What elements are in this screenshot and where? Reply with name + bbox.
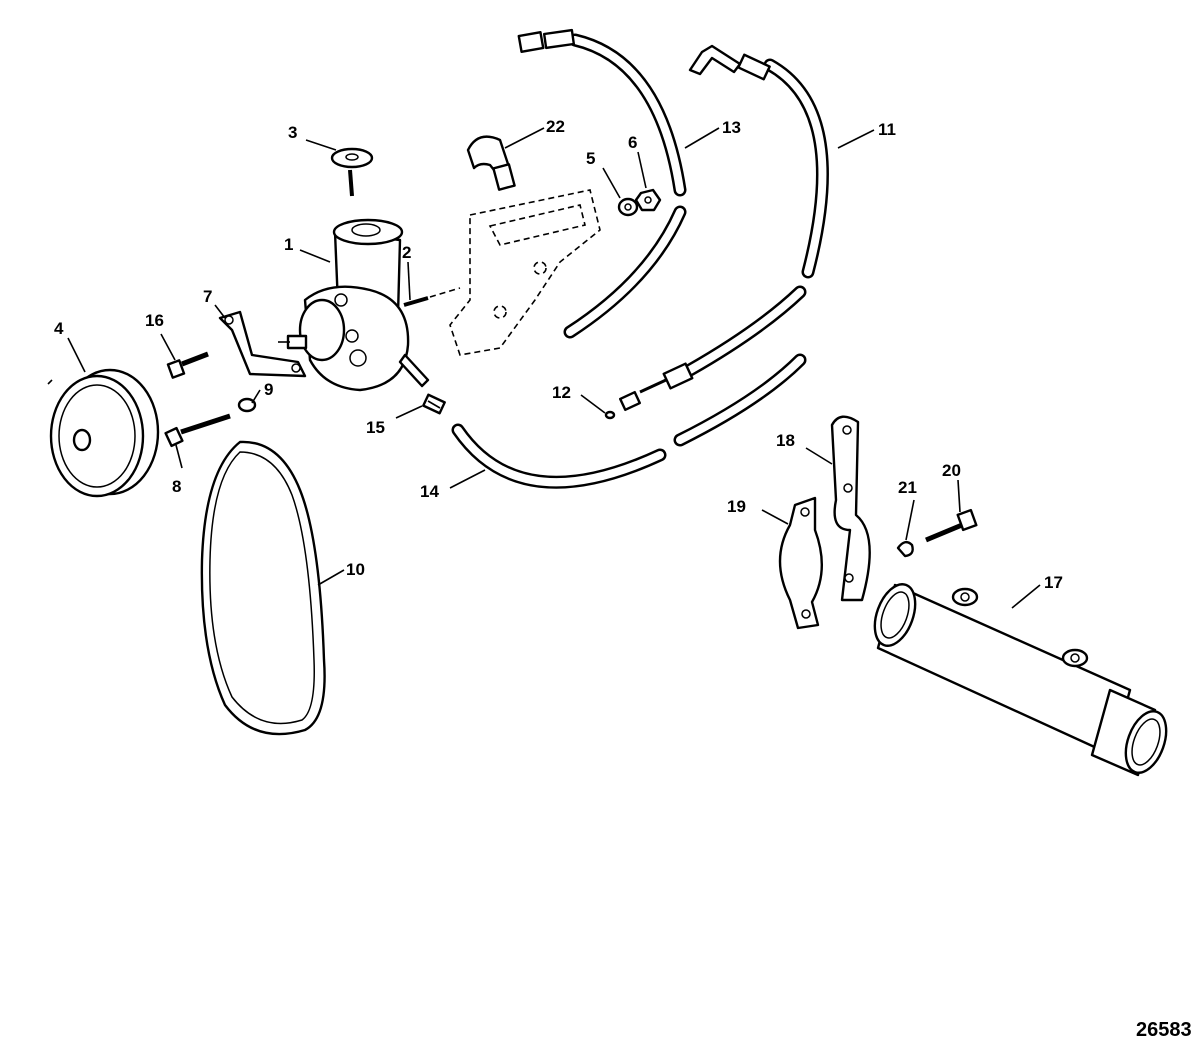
- part-11-hose: [688, 44, 829, 279]
- callout-5: 5: [586, 149, 595, 168]
- part-12-o-ring: [604, 410, 616, 420]
- callout-15: 15: [366, 418, 385, 437]
- part-4-pulley: [47, 368, 160, 498]
- callout-7: 7: [203, 287, 212, 306]
- callout-11: 11: [878, 120, 896, 139]
- part-10-belt: [200, 440, 326, 736]
- part-15-fitting: [422, 393, 446, 415]
- part-9-washer: [237, 397, 257, 413]
- part-20-bolt: [925, 508, 978, 543]
- part-1-pump: [278, 218, 430, 392]
- callout-6: 6: [628, 133, 637, 152]
- return-hose-section: [619, 285, 807, 412]
- callout-9: 9: [264, 380, 273, 399]
- callout-16: 16: [145, 311, 164, 330]
- callout-18: 18: [776, 431, 795, 450]
- callout-12: 12: [552, 383, 571, 402]
- callout-14: 14: [420, 482, 439, 501]
- part-3-cap-dipstick: [330, 147, 374, 197]
- part-22-clamp: [466, 135, 516, 191]
- callout-8: 8: [172, 477, 181, 496]
- callout-1: 1: [284, 235, 293, 254]
- part-2-stud: [403, 287, 461, 307]
- part-17-fluid-cooler: [873, 583, 1168, 777]
- callout-17: 17: [1044, 573, 1063, 592]
- part-19-clamp-half: [778, 496, 824, 630]
- part-16-bolt: [166, 351, 209, 379]
- callout-3: 3: [288, 123, 297, 142]
- part-14-hose: [451, 353, 807, 489]
- callout-19: 19: [727, 497, 746, 516]
- callout-13: 13: [722, 118, 741, 137]
- part-18-strap-bracket: [830, 415, 871, 602]
- part-21-lockwasher: [896, 540, 914, 558]
- callout-2: 2: [402, 243, 411, 262]
- callout-10: 10: [346, 560, 365, 579]
- part-7-brace: [218, 310, 307, 378]
- part-8-bolt: [164, 413, 231, 448]
- part-13-hose: [517, 28, 687, 339]
- part-5-washer: [617, 197, 639, 217]
- callout-20: 20: [942, 461, 961, 480]
- callout-4: 4: [54, 319, 64, 338]
- callout-22: 22: [546, 117, 565, 136]
- callout-21: 21: [898, 478, 917, 497]
- callout-labels: 1 2 3 4 5 6 7 8 9 10 11 12 13 14 15 16 1…: [54, 117, 1063, 592]
- part-6-nut: [634, 188, 662, 212]
- leader-lines: [67, 127, 1041, 609]
- pump-mounting-bracket: [449, 189, 601, 356]
- diagram-reference-number: 26583: [1136, 1019, 1192, 1041]
